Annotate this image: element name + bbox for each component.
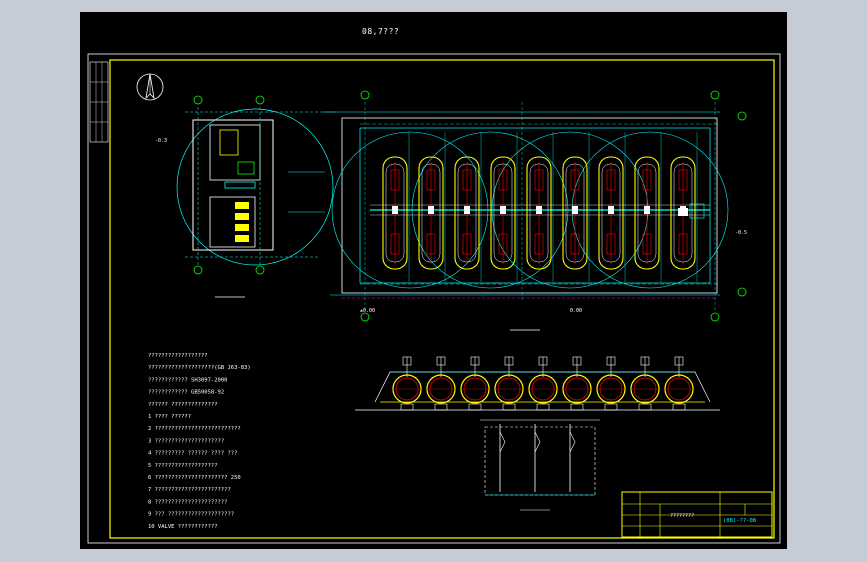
note-line: 4 ????????? ?????? ???? ??? [148, 451, 237, 457]
elevation-labels: -0.3 ±0.00 -0.5 0.00 [155, 138, 747, 314]
cad-drawing: ?????????????????? ????????????????????(G… [87, 53, 781, 544]
section-tank-group [392, 356, 694, 411]
tank-group [382, 132, 698, 282]
tank-farm-plan [325, 90, 747, 322]
foundation-detail [484, 424, 596, 511]
note-line: ?????? ?????????????? [148, 402, 218, 408]
note-line: 3 ????????????????????? [148, 438, 224, 444]
note-line: ???????????? GB50058-92 [148, 390, 224, 396]
tank [418, 132, 446, 282]
section-tank [426, 356, 456, 411]
title-block: ???????? (08)-??-08 [621, 491, 773, 538]
tank [454, 132, 482, 282]
tank-section-view [355, 356, 720, 421]
section-tank [460, 356, 490, 411]
section-tank [664, 356, 694, 411]
note-line: 7 ??????????????????????? [148, 487, 231, 493]
tank [598, 132, 626, 282]
note-line: 1 ???? ?????? [148, 414, 191, 420]
section-tank [562, 356, 592, 411]
note-line: ?????????????????? [148, 353, 208, 359]
binding-strip [89, 61, 109, 143]
note-line: 9 ??? ???????????????????? [148, 512, 234, 518]
inner-frame [109, 59, 775, 539]
tank [382, 132, 410, 282]
cad-viewport[interactable]: 08,7??? [80, 12, 787, 549]
elevation-label: -0.5 [735, 230, 747, 236]
tank [490, 132, 518, 282]
elevation-label: -0.3 [155, 138, 167, 144]
note-line: 2 ?????????????????????????? [148, 426, 241, 432]
general-notes: ?????????????????? ????????????????????(G… [148, 353, 251, 530]
elevation-label: ±0.00 [360, 308, 375, 314]
tank [562, 132, 590, 282]
auxiliary-building-plan [176, 95, 335, 275]
section-tank [596, 356, 626, 411]
outer-frame [87, 53, 781, 544]
note-line: 10 VALVE ???????????? [148, 524, 218, 530]
elevation-label: 0.00 [570, 308, 582, 314]
north-arrow-icon [136, 73, 164, 101]
section-tank [630, 356, 660, 411]
section-tank [528, 356, 558, 411]
sheet-title: 08,7??? [362, 27, 400, 36]
section-tank [494, 356, 524, 411]
note-line: 6 ?????????????????????? 250 [148, 475, 241, 481]
title-block-drawing-no: (08)-??-08 [723, 518, 756, 524]
tank [634, 132, 662, 282]
note-line: 5 ??????????????????? [148, 463, 218, 469]
note-line: ????????????????????(GB J63-83) [148, 365, 251, 371]
tank [670, 132, 698, 282]
title-block-project-name: ???????? [670, 513, 694, 519]
tank [526, 132, 554, 282]
section-tank [392, 356, 422, 411]
note-line: 8 ?????????????????????? [148, 499, 227, 505]
note-line: ???????????? SH3097-2000 [148, 377, 227, 383]
